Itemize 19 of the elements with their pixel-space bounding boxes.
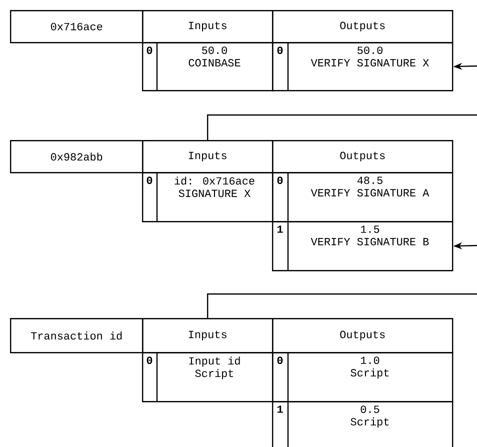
output-cell: 1 1.5 VERIFY SIGNATURE B <box>272 221 454 272</box>
connector-line <box>207 114 477 140</box>
input-cell: 0 50.0 COINBASE <box>142 42 274 92</box>
id-cell: Transaction id <box>10 318 144 354</box>
header-cell: Inputs <box>142 10 274 44</box>
output-cell: 1 0.5 Script <box>272 400 454 447</box>
output-cell: 0 48.5 VERIFY SIGNATURE A <box>272 172 454 222</box>
input-cell: 0 Input id Script <box>142 352 274 402</box>
header-cell: Outputs <box>272 10 454 44</box>
header-cell: Outputs <box>272 318 454 354</box>
header-cell: Inputs <box>142 318 274 354</box>
connector-line <box>207 293 477 318</box>
output-cell: 0 1.0 Script <box>272 352 454 402</box>
header-cell: Outputs <box>272 140 454 174</box>
output-cell: 0 50.0 VERIFY SIGNATURE X <box>272 42 454 92</box>
id-cell: 0x716ace <box>10 10 144 44</box>
input-cell: 0 id: 0x716ace SIGNATURE X <box>142 172 274 222</box>
header-cell: Inputs <box>142 140 274 174</box>
id-cell: 0x982abb <box>10 140 144 174</box>
